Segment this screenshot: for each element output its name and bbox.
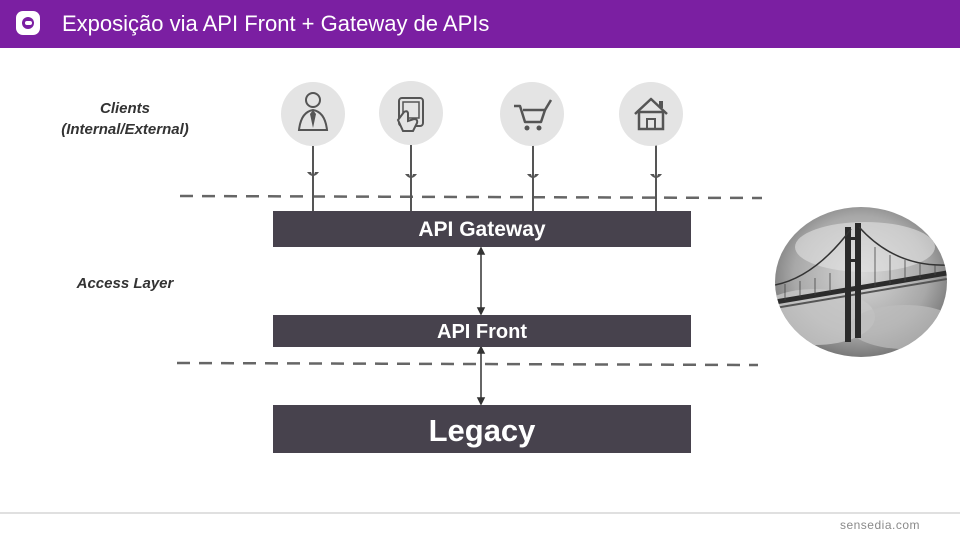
plug-icon [405, 174, 417, 179]
arrow-head-icon [476, 246, 486, 255]
touch-tablet-icon [379, 81, 443, 145]
arrow-head-icon [476, 397, 486, 406]
access-layer-label: Access Layer [76, 275, 174, 292]
house-icon [619, 82, 683, 146]
clients-label: Clients (Internal/External) [61, 100, 189, 138]
footer-divider [0, 512, 960, 514]
arrow-head-icon [476, 345, 486, 354]
header-bar: Exposição via API Front + Gateway de API… [0, 0, 960, 48]
clients-boundary-dashed-line [179, 194, 763, 200]
legacy-layer: Legacy [273, 405, 691, 453]
page-title: Exposição via API Front + Gateway de API… [62, 11, 490, 36]
plug-icon [307, 172, 319, 177]
shopping-cart-icon [500, 82, 564, 146]
arrow-head-icon [476, 307, 486, 316]
api-gateway-layer: API Gateway [273, 211, 691, 247]
bridge-in-fog-photo [775, 207, 947, 357]
api-front-layer: API Front [273, 315, 691, 347]
businessman-icon [281, 82, 345, 146]
legacy-boundary-dashed-line [176, 361, 759, 367]
footer-brand: sensedia.com [839, 518, 920, 532]
plug-icon [650, 174, 662, 179]
plug-icon [527, 174, 539, 179]
sensedia-logo-icon [16, 11, 40, 35]
